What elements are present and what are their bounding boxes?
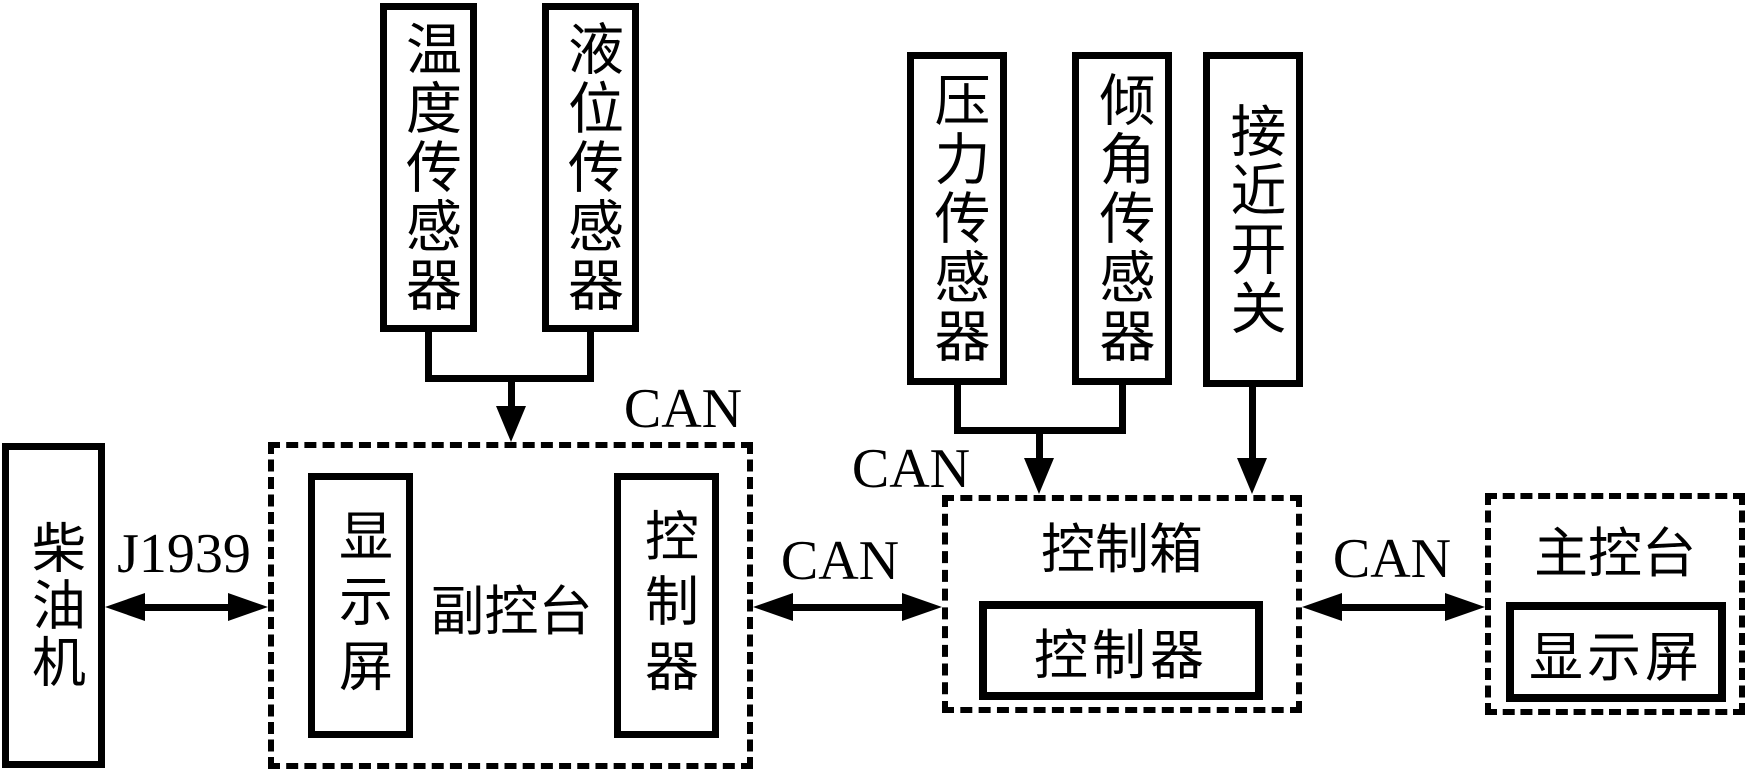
arrow-j1939-diesel-subconsole <box>105 593 268 621</box>
arrow-shaft <box>145 603 228 611</box>
node-sub-console-controller: 控制器 <box>614 473 719 738</box>
control-box-controller-label: 控制器 <box>1034 626 1208 686</box>
control-box-title: 控制箱 <box>1041 520 1203 580</box>
arrowhead-down-icon <box>1024 458 1054 494</box>
connector-pressure-drop <box>954 385 961 434</box>
tilt-sensor-label: 倾角传感器 <box>1091 71 1153 366</box>
arrow-can-subconsole-controlbox <box>753 593 942 621</box>
arrow-shaft <box>507 380 515 406</box>
diesel-engine-label: 柴油机 <box>23 520 84 691</box>
arrow-shaft <box>1248 387 1256 458</box>
node-control-box-controller: 控制器 <box>979 601 1263 700</box>
sub-console-display-label: 显示屏 <box>330 508 391 703</box>
node-main-console-display: 显示屏 <box>1506 602 1726 702</box>
can-label-sensors-sub: CAN <box>623 378 743 440</box>
pressure-sensor-label: 压力传感器 <box>926 71 988 366</box>
sub-console-title: 副控台 <box>430 582 593 642</box>
main-console-title: 主控台 <box>1534 524 1696 584</box>
main-console-display-label: 显示屏 <box>1529 627 1703 688</box>
arrow-shaft <box>1342 603 1445 611</box>
level-sensor-label: 液位传感器 <box>559 20 622 315</box>
j1939-label: J1939 <box>117 523 251 585</box>
connector-level-drop <box>587 332 594 382</box>
temp-sensor-label: 温度传感器 <box>397 20 460 315</box>
connector-temp-drop <box>425 332 432 382</box>
arrowhead-left-icon <box>1302 593 1342 621</box>
node-proximity-switch: 接近开关 <box>1203 52 1303 387</box>
group-control-box <box>942 495 1302 713</box>
node-diesel-engine: 柴油机 <box>2 443 105 768</box>
arrowhead-right-icon <box>1445 593 1485 621</box>
arrow-proximity-to-control-box <box>1237 387 1267 494</box>
arrow-sensors-to-sub-console <box>496 380 526 442</box>
can-label-controlbox-main: CAN <box>1332 528 1452 590</box>
node-tilt-sensor: 倾角传感器 <box>1072 52 1172 385</box>
node-sub-console-display: 显示屏 <box>308 473 413 738</box>
group-sub-console <box>268 442 753 769</box>
arrow-shaft <box>1035 430 1043 458</box>
arrowhead-right-icon <box>902 593 942 621</box>
arrowhead-down-icon <box>1237 458 1267 494</box>
node-pressure-sensor: 压力传感器 <box>907 52 1007 385</box>
sub-console-controller-label: 控制器 <box>636 508 697 703</box>
arrowhead-down-icon <box>496 406 526 442</box>
connector-tilt-drop <box>1119 385 1126 434</box>
node-temp-sensor: 温度传感器 <box>380 3 477 332</box>
arrowhead-right-icon <box>228 593 268 621</box>
connector-temp-level-bus <box>425 375 594 382</box>
can-label-sub-controlbox: CAN <box>780 530 900 592</box>
can-label-sensors-controlbox: CAN <box>851 438 971 500</box>
arrow-can-controlbox-mainconsole <box>1302 593 1485 621</box>
proximity-switch-label: 接近开关 <box>1222 101 1284 338</box>
arrow-shaft <box>793 603 902 611</box>
arrowhead-left-icon <box>105 593 145 621</box>
node-level-sensor: 液位传感器 <box>542 3 639 332</box>
arrowhead-left-icon <box>753 593 793 621</box>
group-main-console <box>1485 493 1745 715</box>
arrow-sensors-to-control-box <box>1024 430 1054 494</box>
